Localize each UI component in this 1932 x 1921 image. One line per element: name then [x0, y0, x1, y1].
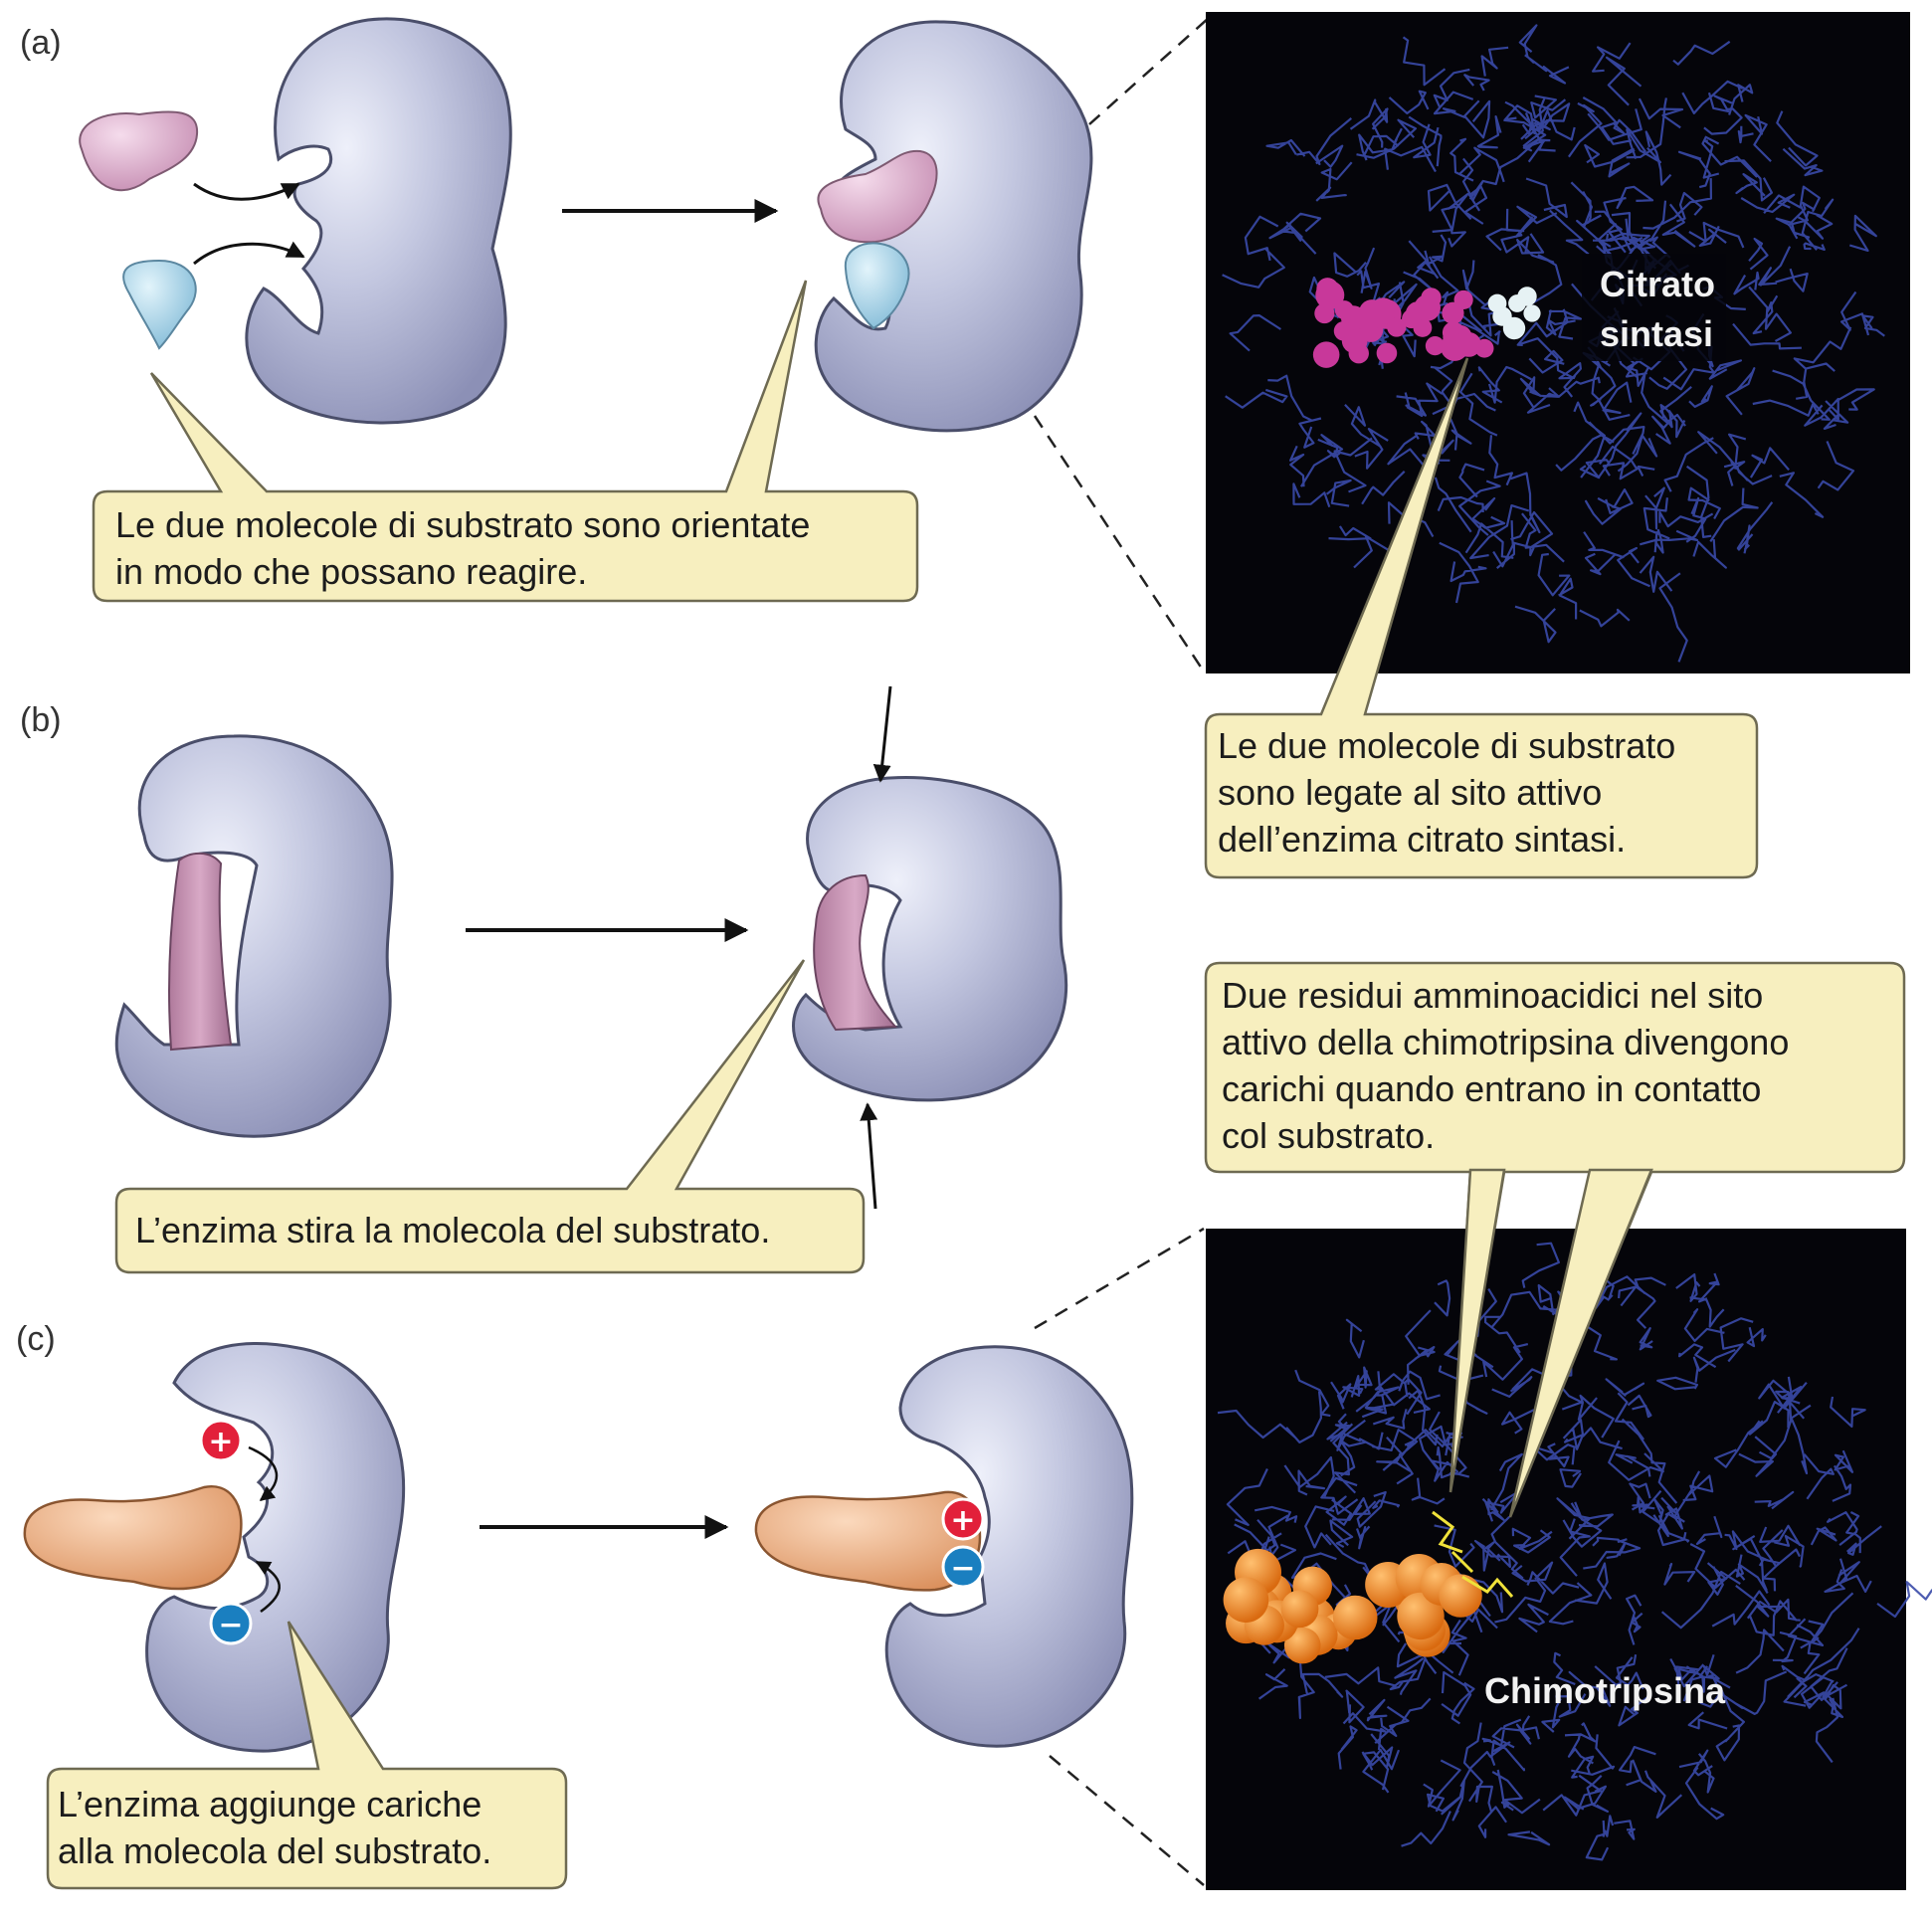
callout-b-line-1: L’enzima stira la molecola del substrato… [135, 1210, 770, 1250]
callout-c-photo-line-4: col substrato. [1222, 1115, 1435, 1156]
chymo-balls-sphere [1283, 1627, 1321, 1664]
plus-charge-c-left [199, 1419, 243, 1462]
minus-charge-c-left [209, 1602, 253, 1645]
callout-c-line-2: alla molecola del substrato. [58, 1830, 491, 1871]
pink-substrate-bound [817, 149, 938, 244]
arrow-pink-to-site [193, 182, 300, 201]
pink-substrate [79, 110, 199, 192]
enzyme-b-right [792, 776, 1068, 1102]
chymotrypsin-substrate-spheres [1223, 1548, 1482, 1664]
callout-a-photo-line-1: Le due molecole di substrato [1218, 725, 1675, 766]
citrate-blob-sphere [1425, 336, 1446, 356]
protein-a-backbone [1222, 24, 1885, 663]
callout-c-photo-line-2: attivo della chimotripsina divengono [1222, 1022, 1789, 1062]
panel-a-letter: (a) [20, 24, 62, 62]
citrate-blob-sphere [1442, 301, 1464, 324]
chymo-balls-sphere [1280, 1590, 1319, 1629]
white-blob-sphere [1523, 304, 1541, 322]
citrate-substrate-spheres [1312, 278, 1494, 368]
citrate-label-line-2: sintasi [1600, 313, 1713, 354]
callout-a-line-1: Le due molecole di substrato sono orient… [115, 504, 810, 545]
minus-sign-c-left: − [218, 1608, 243, 1642]
callout-c-photo-line-1: Due residui amminoacidici nel sito [1222, 975, 1763, 1016]
zoom-line-c-bottom [1049, 1755, 1205, 1886]
chymo-balls-sphere [1332, 1595, 1378, 1640]
enzyme-c-left [145, 1342, 406, 1753]
zoom-line-a-bottom [1033, 415, 1206, 672]
callout-c-line-1: L’enzima aggiunge cariche [58, 1784, 482, 1825]
callout-a-photo-line-3: dell’enzima citrato sintasi. [1218, 819, 1626, 860]
citrate-blob-sphere [1312, 341, 1340, 368]
callout-a-text: Le due molecole di substrato sono orient… [115, 504, 820, 592]
zoom-line-a-top [1088, 17, 1210, 125]
citrate-blob-sphere [1387, 317, 1407, 337]
callout-c-photo-text: Due residui amminoacidici nel sito attiv… [1222, 975, 1799, 1156]
chymo-balls-sphere [1439, 1574, 1482, 1618]
white-blob-sphere [1487, 293, 1507, 313]
citrate-blob-sphere [1348, 342, 1369, 364]
charge-arrow-minus [255, 1560, 281, 1614]
charge-arrow-plus [248, 1445, 279, 1501]
callout-c-photo-pointer-1 [1449, 1168, 1506, 1493]
minus-sign-c-right: − [950, 1551, 975, 1586]
callout-c-photo-pointer-2 [1508, 1168, 1653, 1518]
callout-a-photo-text: Le due molecole di substrato sono legate… [1218, 725, 1685, 860]
enzyme-c-right [884, 1345, 1134, 1748]
callout-a-photo-line-2: sono legate al sito attivo [1218, 772, 1602, 813]
chymo-balls-sphere [1397, 1592, 1445, 1640]
enzyme-a-left [245, 17, 512, 425]
chymo-balls-sphere [1223, 1577, 1269, 1623]
mauve-substrate-b-right [813, 873, 898, 1032]
enzyme-b-left [114, 734, 394, 1138]
second-substrate-spheres [1487, 287, 1541, 340]
protein-a-strands [1222, 24, 1885, 663]
citrate-blob-sphere [1441, 332, 1469, 361]
chymotrypsin-label: Chimotripsina [1484, 1670, 1726, 1711]
charged-residue-sticks [1432, 1510, 1514, 1598]
panel-c-letter: (c) [16, 1320, 56, 1358]
force-arrow-bottom [860, 1102, 878, 1210]
citrate-label: Citrato sintasi [1600, 264, 1725, 354]
panel-b-letter: (b) [20, 701, 62, 739]
citrate-blob-sphere [1315, 281, 1345, 310]
white-blob-sphere [1502, 316, 1526, 340]
white-blob-sphere [1517, 287, 1537, 306]
callout-a-bubble [92, 280, 919, 603]
callout-c-bubble [46, 1621, 568, 1890]
plus-sign-c-right: + [950, 1503, 975, 1538]
blue-substrate-bound [844, 242, 910, 330]
citrate-blob-sphere [1376, 342, 1398, 364]
force-arrow-top [872, 685, 892, 783]
callout-a-line-2: in modo che possano reagire. [115, 551, 587, 592]
orange-substrate-c-left [23, 1484, 243, 1591]
citrate-blob-sphere [1414, 294, 1441, 321]
citrate-blob-sphere [1474, 338, 1494, 358]
zoom-line-c-top [1034, 1227, 1205, 1330]
citrate-blob-sphere [1360, 304, 1386, 329]
citrate-blob-sphere [1333, 320, 1354, 341]
citrate-label-line-1: Citrato [1600, 264, 1715, 304]
charged-residues [1432, 1510, 1514, 1598]
callout-c-text: L’enzima aggiunge cariche alla molecola … [58, 1784, 491, 1871]
callout-b-text: L’enzima stira la molecola del substrato… [135, 1210, 770, 1250]
plus-charge-c-right [941, 1497, 985, 1541]
blue-substrate [122, 259, 197, 350]
callout-a-photo-bubble [1204, 357, 1759, 879]
callout-c-photo-line-3: carichi quando entrano in contatto [1222, 1068, 1761, 1109]
callout-b-bubble [114, 959, 866, 1274]
minus-charge-c-right [941, 1545, 985, 1589]
mauve-substrate-b-left [168, 852, 233, 1052]
plus-sign-c-left: + [208, 1425, 233, 1459]
arrow-blue-to-site [193, 241, 305, 266]
orange-substrate-c-right [754, 1490, 982, 1592]
